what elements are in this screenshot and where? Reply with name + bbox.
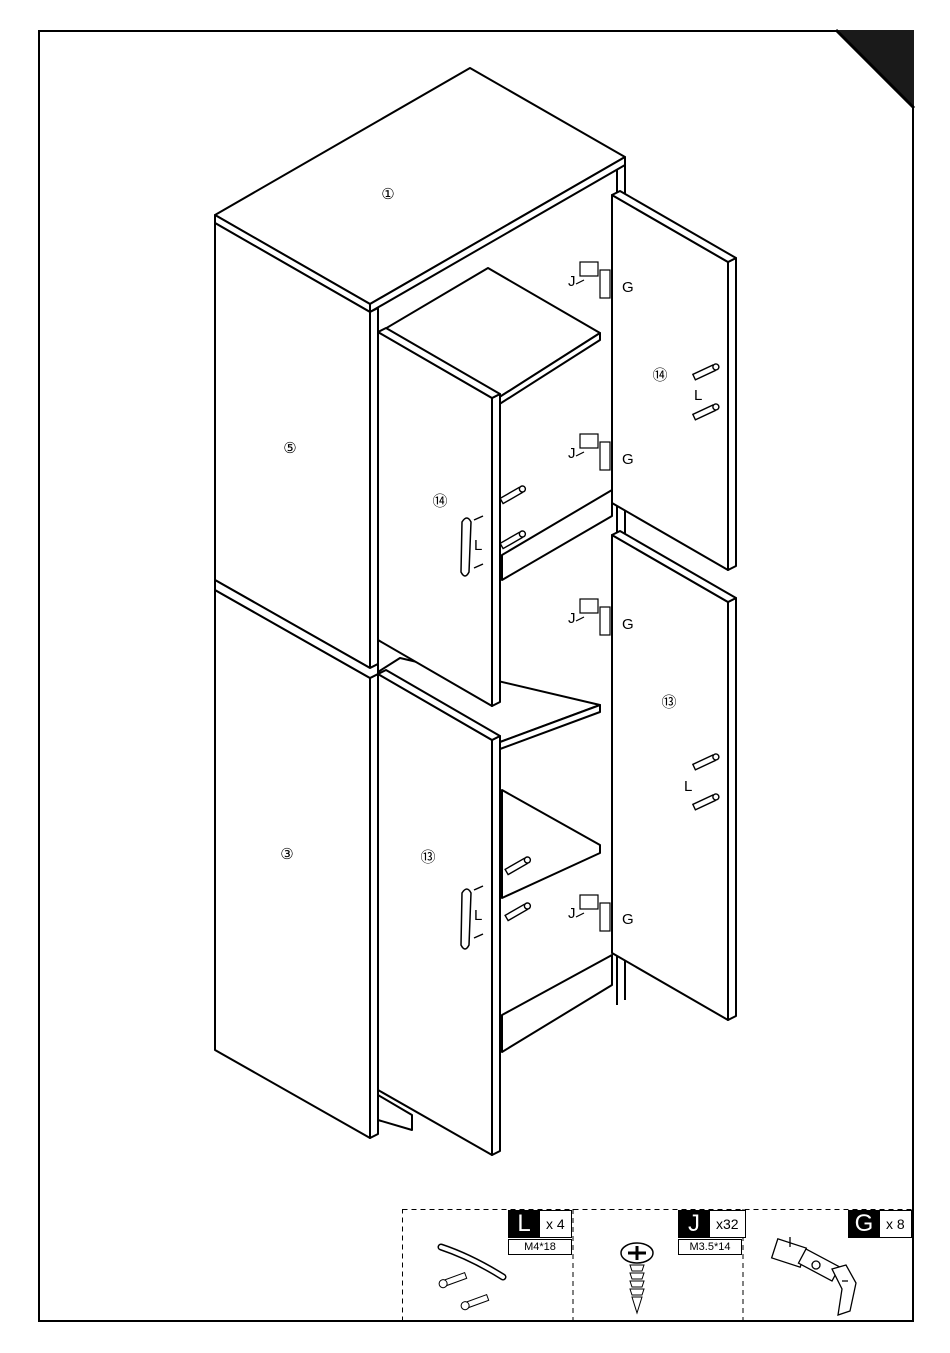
screw-icon: [617, 1239, 657, 1319]
part-number-top: ①: [381, 186, 394, 203]
part-quantity: x32: [710, 1210, 746, 1238]
label-l: L: [474, 537, 482, 554]
hinge-icon: [770, 1233, 862, 1321]
part-number-lower-right-door: ⑬: [661, 694, 676, 711]
label-g: G: [622, 616, 634, 633]
lower-side-panel: [215, 590, 370, 1138]
part-quantity: x 4: [540, 1210, 572, 1238]
label-j: J: [568, 905, 576, 922]
part-quantity: x 8: [880, 1210, 912, 1238]
part-number-upper-right-door: ⑭: [652, 367, 667, 384]
label-l: L: [474, 907, 482, 924]
label-l: L: [694, 387, 702, 404]
label-g: G: [622, 279, 634, 296]
label-j: J: [568, 445, 576, 462]
part-number-lower-side: ③: [280, 846, 293, 863]
label-l: L: [684, 778, 692, 795]
hardware-parts-box: L x 4 M4*18 J x32 M3.5*14 G x 8: [402, 1209, 914, 1322]
hinge-icons: [576, 262, 610, 931]
corner-tab: [836, 30, 914, 108]
part-number-upper-left-door: ⑭: [432, 493, 447, 510]
part-size: M3.5*14: [678, 1239, 742, 1255]
handle-with-screws-icon: [427, 1239, 517, 1319]
label-j: J: [568, 273, 576, 290]
label-j: J: [568, 610, 576, 627]
part-badge-j: J x32: [678, 1210, 746, 1238]
part-size: M4*18: [508, 1239, 572, 1255]
part-letter: L: [508, 1210, 540, 1238]
part-number-upper-side: ⑤: [283, 440, 296, 457]
part-letter: J: [678, 1210, 710, 1238]
part-badge-l: L x 4: [508, 1210, 572, 1238]
lower-right-door: [612, 535, 728, 1020]
part-number-lower-left-door: ⑬: [420, 849, 435, 866]
label-g: G: [622, 911, 634, 928]
label-g: G: [622, 451, 634, 468]
